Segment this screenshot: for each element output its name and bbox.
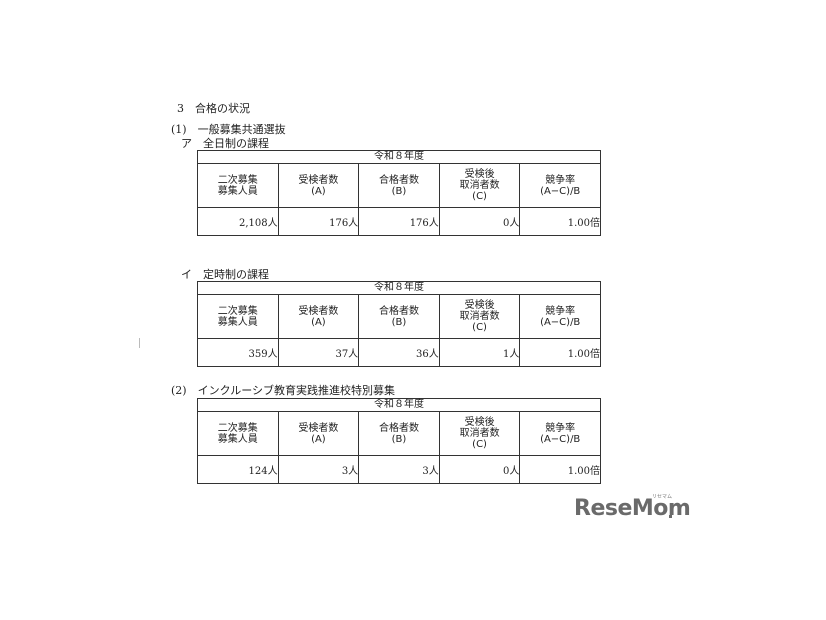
resemom-watermark-logo: ReseMom bbox=[574, 496, 691, 521]
table-row: 359人 37人 36人 1人 1.00倍 bbox=[197, 338, 601, 367]
header-passed: 合格者数(B) bbox=[358, 411, 440, 456]
section1-title: (1) 一般募集共通選抜 bbox=[171, 123, 286, 136]
cell-passed: 176人 bbox=[358, 207, 440, 236]
table-parttime: 令和８年度 二次募集募集人員 受検者数(A) 合格者数(B) 受検後取消者数(C… bbox=[197, 281, 601, 367]
header-ratio: 競争率(A−C)/B bbox=[519, 163, 601, 208]
header-passed: 合格者数(B) bbox=[358, 294, 440, 339]
table-inclusive: 令和８年度 二次募集募集人員 受検者数(A) 合格者数(B) 受検後取消者数(C… bbox=[197, 398, 601, 484]
cell-examinees: 176人 bbox=[277, 207, 360, 236]
logo-dot bbox=[669, 515, 672, 518]
cell-cancelled: 1人 bbox=[438, 338, 521, 367]
table-header-row: 二次募集募集人員 受検者数(A) 合格者数(B) 受検後取消者数(C) 競争率(… bbox=[197, 411, 601, 456]
header-examinees: 受検者数(A) bbox=[277, 163, 360, 208]
table-header-row: 二次募集募集人員 受検者数(A) 合格者数(B) 受検後取消者数(C) 競争率(… bbox=[197, 163, 601, 208]
section2-title: (2) インクルーシブ教育実践推進校特別募集 bbox=[171, 384, 396, 397]
table-row: 2,108人 176人 176人 0人 1.00倍 bbox=[197, 207, 601, 236]
cell-ratio: 1.00倍 bbox=[519, 455, 601, 484]
table-header-row: 二次募集募集人員 受検者数(A) 合格者数(B) 受検後取消者数(C) 競争率(… bbox=[197, 294, 601, 339]
header-capacity: 二次募集募集人員 bbox=[197, 163, 279, 208]
cell-examinees: 3人 bbox=[277, 455, 360, 484]
header-capacity: 二次募集募集人員 bbox=[197, 411, 279, 456]
section1-sub-a: ア 全日制の課程 bbox=[181, 137, 269, 150]
header-examinees: 受検者数(A) bbox=[277, 294, 360, 339]
cell-cancelled: 0人 bbox=[438, 207, 521, 236]
cell-capacity: 359人 bbox=[197, 338, 279, 367]
header-ratio: 競争率(A−C)/B bbox=[519, 294, 601, 339]
cell-cancelled: 0人 bbox=[438, 455, 521, 484]
header-cancelled: 受検後取消者数(C) bbox=[438, 294, 521, 339]
cell-examinees: 37人 bbox=[277, 338, 360, 367]
header-passed: 合格者数(B) bbox=[358, 163, 440, 208]
year-header: 令和８年度 bbox=[197, 398, 601, 412]
cell-capacity: 2,108人 bbox=[197, 207, 279, 236]
section-heading: 3 合格の状況 bbox=[177, 102, 250, 115]
cell-passed: 3人 bbox=[358, 455, 440, 484]
header-ratio: 競争率(A−C)/B bbox=[519, 411, 601, 456]
section1-sub-i: イ 定時制の課程 bbox=[181, 268, 269, 281]
cell-ratio: 1.00倍 bbox=[519, 207, 601, 236]
year-header: 令和８年度 bbox=[197, 150, 601, 164]
header-cancelled: 受検後取消者数(C) bbox=[438, 411, 521, 456]
header-cancelled: 受検後取消者数(C) bbox=[438, 163, 521, 208]
year-header: 令和８年度 bbox=[197, 281, 601, 295]
cell-capacity: 124人 bbox=[197, 455, 279, 484]
margin-mark bbox=[139, 338, 140, 348]
header-examinees: 受検者数(A) bbox=[277, 411, 360, 456]
table-fulltime: 令和８年度 二次募集募集人員 受検者数(A) 合格者数(B) 受検後取消者数(C… bbox=[197, 150, 601, 236]
cell-passed: 36人 bbox=[358, 338, 440, 367]
resemom-watermark-ruby: リセマム bbox=[652, 494, 673, 500]
cell-ratio: 1.00倍 bbox=[519, 338, 601, 367]
table-row: 124人 3人 3人 0人 1.00倍 bbox=[197, 455, 601, 484]
header-capacity: 二次募集募集人員 bbox=[197, 294, 279, 339]
